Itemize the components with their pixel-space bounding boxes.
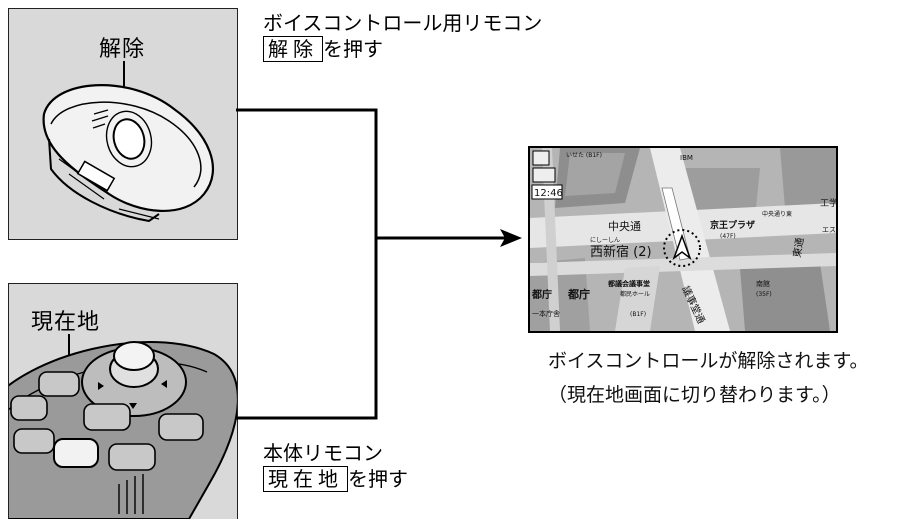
hall-floor: (B1F) — [630, 311, 646, 318]
main-unit-remote-icon — [9, 334, 237, 519]
south-floor: (35F) — [756, 291, 772, 298]
map-canvas: 12:46 中央通 にしーしん 西新宿 (2) 京王プラザ (47F) 都議会議… — [530, 148, 836, 331]
arrow-right-icon — [500, 229, 522, 247]
building-label: 京王プラザ — [710, 219, 755, 231]
press-instruction: を押す — [348, 467, 408, 491]
area-label: 西新宿 (2) — [590, 244, 652, 260]
right-edge-label2: エス — [822, 226, 836, 234]
hall-label: 都議会議事堂 — [607, 279, 650, 288]
press-instruction: を押す — [323, 37, 383, 61]
road-label: 中央通 — [608, 220, 641, 233]
city-hall-sub: 都庁 — [567, 287, 590, 301]
navigation-map-screen: 12:46 中央通 にしーしん 西新宿 (2) 京王プラザ (47F) 都議会議… — [528, 146, 838, 333]
poi-top-label: いせた (B1F) — [566, 152, 602, 159]
main-remote-panel: 現在地 — [8, 283, 238, 519]
south-building: 南館 — [756, 279, 770, 288]
map-time: 12:46 — [534, 188, 563, 199]
main-remote-caption: 本体リモコン — [263, 441, 383, 465]
result-text: ボイスコントロールが解除されます。 （現在地画面に切り替わります。） — [548, 344, 869, 412]
result-line-2: （現在地画面に切り替わります。） — [548, 384, 841, 406]
release-key-box: 解除 — [263, 36, 323, 62]
city-hall-label: 都庁 — [531, 288, 552, 301]
voice-remote-caption: ボイスコントロール用リモコン — [263, 11, 543, 35]
current-location-key-box: 現在地 — [263, 466, 348, 492]
hall-sub: 都民ホール — [620, 290, 650, 298]
bottom-caption: 本体リモコン 現在地を押す — [263, 440, 408, 492]
top-caption: ボイスコントロール用リモコン 解除を押す — [263, 10, 542, 62]
current-location-button-label: 現在地 — [31, 310, 101, 335]
vehicle-position-icon — [672, 233, 692, 261]
result-line-1: ボイスコントロールが解除されます。 — [548, 350, 869, 372]
right-edge-label: 工学 — [820, 197, 836, 209]
floor-label: (47F) — [720, 233, 736, 240]
voice-control-remote-icon — [42, 61, 214, 223]
chuo-east-label: 中央通り東 — [762, 210, 792, 218]
release-button-label: 解除 — [99, 37, 146, 62]
city-hall-sub2: 一本庁舎 — [532, 309, 560, 318]
ibm-label: IBM — [680, 154, 693, 162]
voice-remote-panel: 解除 — [8, 8, 238, 240]
area-kana: にしーしん — [590, 237, 620, 244]
east-road-label: 東通 — [790, 237, 806, 259]
